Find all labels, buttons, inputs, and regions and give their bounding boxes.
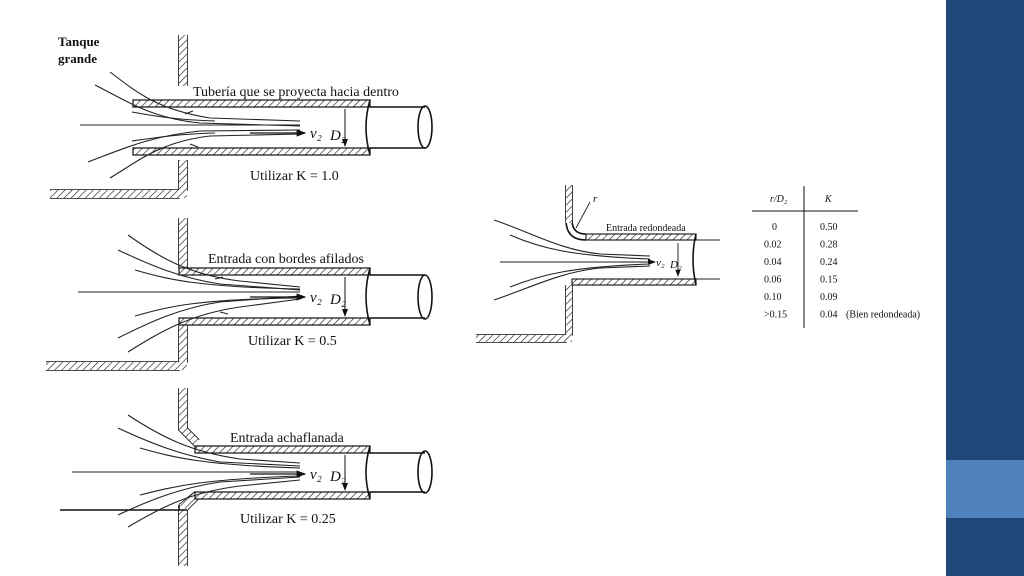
panel-projecting-pipe: Tanque grande v₂ D₂ Tubería que se proye…: [50, 34, 433, 199]
panel2-title: Entrada con bordes afilados: [208, 252, 364, 267]
sidebar-accent-block: [946, 460, 1024, 518]
table-cell-ratio: >0.15: [764, 310, 787, 321]
table-cell-k: 0.50: [820, 222, 838, 233]
diameter-symbol: D₂: [329, 469, 346, 485]
table-header-k: K: [824, 194, 833, 205]
tank-wall: [46, 218, 188, 371]
tank-label-line1: Tanque: [58, 34, 100, 49]
table-cell-ratio: 0.04: [764, 257, 782, 268]
panel1-caption: Utilizar K = 1.0: [250, 169, 339, 184]
tank-label-line2: grande: [58, 51, 97, 66]
velocity-symbol: v₂: [310, 290, 322, 306]
diameter-symbol: D₂: [329, 292, 346, 308]
radius-symbol: r: [593, 193, 598, 205]
diameter-symbol: D₂: [329, 128, 346, 144]
rounded-title: Entrada redondeada: [606, 223, 686, 234]
panel3-caption: Utilizar K = 0.25: [240, 512, 336, 527]
diameter-symbol: D₂: [669, 259, 682, 271]
table-cell-k: 0.24: [820, 257, 838, 268]
velocity-symbol: v₂: [310, 467, 322, 483]
table-cell-k: 0.28: [820, 240, 838, 251]
panel-rounded-entrance: v₂ D₂ r Entrada redondeada: [476, 185, 720, 343]
table-cell-k: 0.09: [820, 292, 838, 303]
table-cell-ratio: 0.10: [764, 292, 782, 303]
table-cell-k: 0.15: [820, 275, 838, 286]
panel2-caption: Utilizar K = 0.5: [248, 334, 337, 349]
table-cell-note: (Bien redondeada): [846, 310, 920, 321]
table-header-ratio: r/D₂: [770, 194, 788, 205]
table-cell-k: 0.04: [820, 310, 838, 321]
table-cell-ratio: 0: [772, 222, 777, 233]
panel3-title: Entrada achaflanada: [230, 431, 345, 446]
panel-chamfered-entrance: v₂ D₂ Entrada achaflanada Utilizar K = 0…: [60, 388, 433, 566]
pipe-wall-bottom: [132, 147, 371, 156]
table-cell-ratio: 0.02: [764, 240, 782, 251]
velocity-symbol: v₂: [656, 257, 665, 269]
pipe-end: [417, 105, 433, 149]
rounded-k-table: r/D₂ K 0 0.50 0.02 0.28 0.04 0.24 0.06 0.15 0.10…: [752, 186, 920, 328]
velocity-symbol: v₂: [310, 126, 322, 142]
table-cell-ratio: 0.06: [764, 275, 782, 286]
panel-sharp-entrance: v₂ D₂ Entrada con bordes afilados Utiliz…: [46, 218, 433, 371]
panel1-title: Tubería que se proyecta hacia dentro: [193, 85, 399, 100]
pipe-wall-top: [132, 99, 371, 108]
